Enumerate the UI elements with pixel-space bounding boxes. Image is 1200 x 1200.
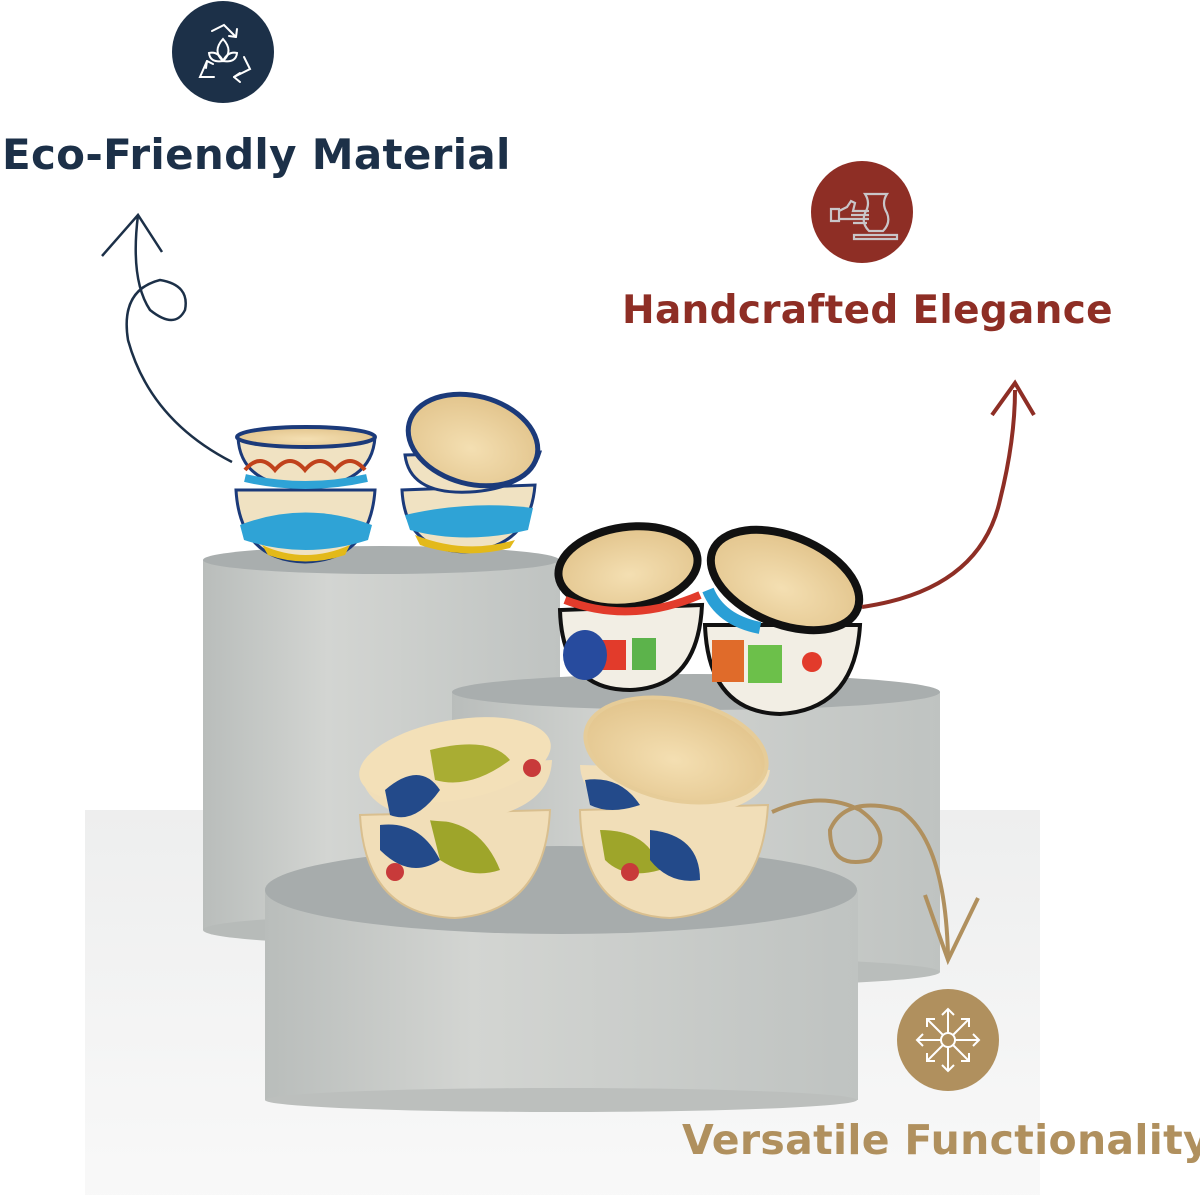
pedestal-front xyxy=(265,846,858,1112)
pottery-hand-icon xyxy=(811,161,913,263)
arrow-eco xyxy=(101,212,233,464)
bowl-set-village xyxy=(554,522,864,717)
bowl-set-blue xyxy=(234,391,542,564)
feature-label-versatile: Versatile Functionality xyxy=(682,1116,1200,1164)
expand-arrows-icon xyxy=(897,989,999,1091)
recycle-leaf-icon xyxy=(172,1,274,103)
arrow-hand xyxy=(861,379,1036,609)
bowl-set-leaf xyxy=(358,695,770,920)
arrow-vers xyxy=(771,798,980,966)
feature-label-handcrafted: Handcrafted Elegance xyxy=(622,288,1113,333)
feature-label-eco: Eco-Friendly Material xyxy=(2,130,511,179)
